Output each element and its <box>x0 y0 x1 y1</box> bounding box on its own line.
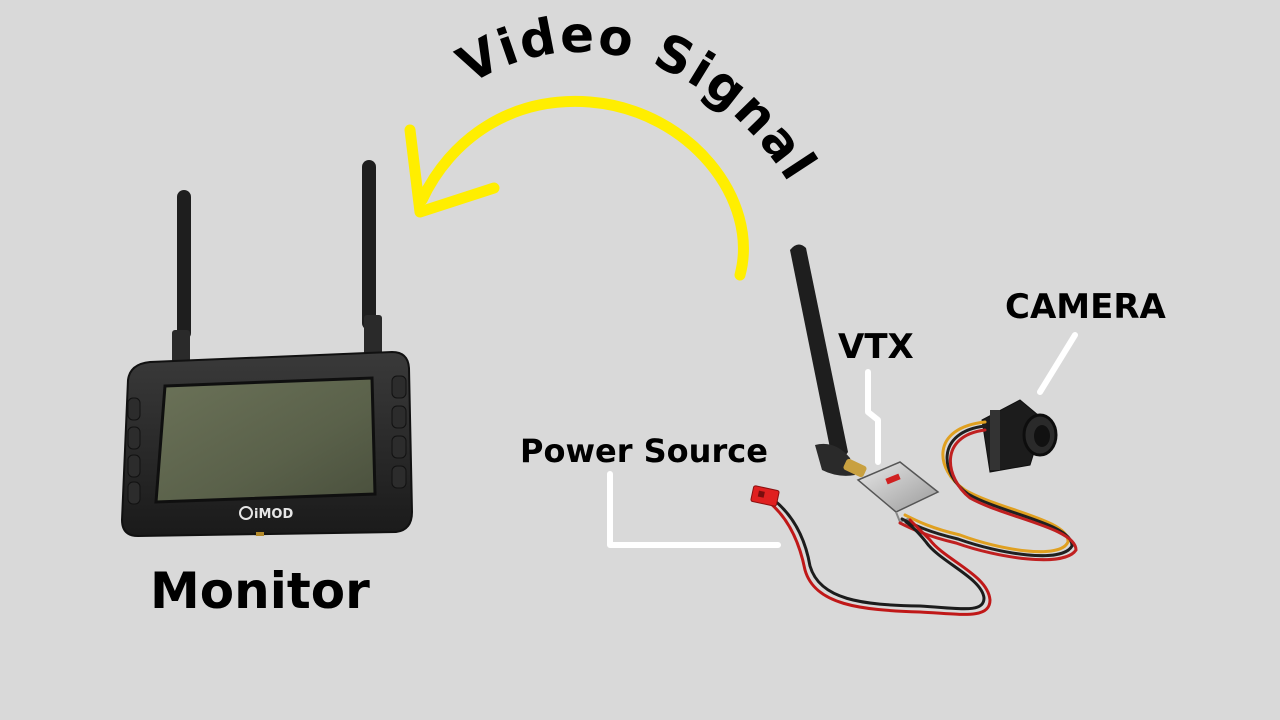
video-signal-arrow <box>404 95 749 281</box>
monitor-screen <box>154 376 377 504</box>
camera-pointer-line <box>1037 332 1078 395</box>
monitor-brand-9-logo-icon <box>239 506 253 520</box>
signal-arrow-curve <box>416 95 749 281</box>
vtx-label: VTX <box>838 327 914 367</box>
monitor-label: Monitor <box>150 562 370 620</box>
camera-label: CAMERA <box>1005 287 1167 327</box>
power-source-label: Power Source <box>520 432 768 470</box>
power-connector <box>750 485 780 507</box>
vtx-module <box>856 461 940 524</box>
monitor-device: iMOD <box>120 160 414 538</box>
wires <box>768 420 1078 616</box>
power-pointer-line <box>607 471 781 548</box>
monitor-brand-label: iMOD <box>254 507 293 522</box>
video-signal-label: Video Signal <box>448 6 828 191</box>
camera-device <box>981 399 1058 473</box>
monitor-side-buttons <box>127 375 407 505</box>
pointer-lines <box>607 332 1078 548</box>
monitor-antenna-right <box>362 160 382 360</box>
vtx-antenna <box>790 244 867 478</box>
vtx-pointer-line <box>865 369 881 465</box>
signal-arrowhead <box>404 124 500 218</box>
monitor-antenna-left <box>172 190 191 370</box>
